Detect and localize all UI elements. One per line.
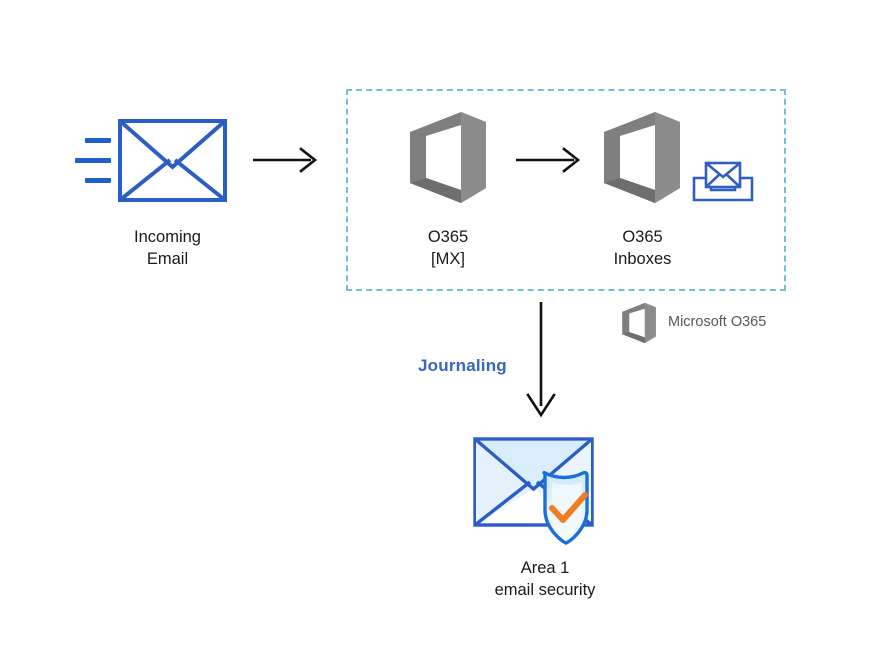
microsoft-o365-boundary-box (346, 89, 786, 291)
arrow-right-icon (516, 147, 581, 173)
envelope-outline-icon (118, 119, 227, 202)
o365-mx-label: O365 [MX] (427, 228, 469, 268)
o365-inboxes-node (600, 110, 684, 205)
office-365-logo-icon (622, 302, 656, 344)
arrow-right-icon (253, 147, 318, 173)
arrow-down-icon (526, 302, 556, 418)
legend-label: Microsoft O365 (668, 314, 767, 330)
office-365-logo-icon (604, 112, 680, 203)
office-365-logo-icon (410, 112, 486, 203)
o365-inboxes-badge (692, 160, 754, 206)
arrow-incoming-to-mx (253, 145, 323, 175)
area1-node (470, 432, 630, 552)
incoming-email-node (70, 115, 235, 210)
shield-check-icon (542, 470, 589, 545)
arrow-inboxes-to-area1 (522, 302, 560, 420)
journaling-label: Journaling (418, 356, 507, 375)
arrow-mx-to-inboxes (516, 145, 586, 175)
area1-label: Area 1 email security (494, 559, 596, 599)
motion-lines-icon (75, 138, 111, 183)
incoming-email-label: Incoming Email (134, 228, 201, 268)
o365-inboxes-label: O365 Inboxes (613, 228, 672, 268)
inbox-tray-envelope-icon (692, 161, 754, 202)
legend-o365-icon-wrap (620, 302, 658, 344)
o365-mx-node (406, 110, 490, 205)
envelope-with-motion-lines-icon (75, 119, 227, 202)
envelope-with-shield-check-icon (473, 437, 594, 545)
